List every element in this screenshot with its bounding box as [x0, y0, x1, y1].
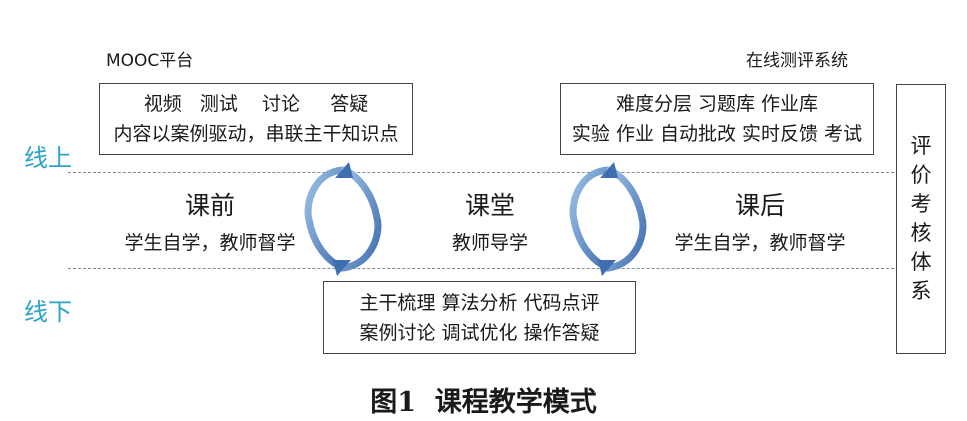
- mooc-box-line2: 内容以案例驱动，串联主干知识点: [113, 123, 399, 145]
- offline-zone-label: 线下: [24, 298, 72, 326]
- evaluation-char: 考: [910, 192, 932, 216]
- phase-title: 课后: [734, 191, 785, 220]
- cycle-arrow-right-icon: [569, 162, 647, 276]
- phase-desc: 教师导学: [451, 232, 528, 254]
- phase-pre-class: 课前 学生自学，教师督学: [110, 186, 310, 255]
- mooc-platform-label: MOOC平台: [106, 51, 194, 71]
- evaluation-char: 核: [910, 221, 932, 245]
- offline-divider-line: [68, 268, 894, 269]
- mooc-box: 视频 测试 讨论 答疑 内容以案例驱动，串联主干知识点: [99, 83, 413, 155]
- phase-post-class: 课后 学生自学，教师督学: [660, 186, 860, 255]
- eval-system-label: 在线测评系统: [746, 51, 848, 71]
- evaluation-char: 评: [910, 134, 932, 158]
- cycle-arrow-left-icon: [304, 162, 382, 276]
- offline-box-line2: 案例讨论 调试优化 操作答疑: [359, 321, 600, 344]
- phase-title: 课堂: [464, 191, 515, 220]
- eval-box-line2: 实验 作业 自动批改 实时反馈 考试: [571, 123, 863, 145]
- figure-caption: 图1 课程教学模式: [370, 387, 597, 418]
- phase-desc: 学生自学，教师督学: [124, 232, 296, 254]
- online-divider-line: [68, 172, 894, 173]
- eval-box-line1: 难度分层 习题库 作业库: [615, 93, 819, 115]
- evaluation-char: 系: [910, 279, 932, 303]
- eval-system-box: 难度分层 习题库 作业库 实验 作业 自动批改 实时反馈 考试: [560, 83, 874, 155]
- online-zone-label: 线上: [24, 144, 72, 172]
- mooc-box-line1: 视频 测试 讨论 答疑: [143, 93, 369, 115]
- offline-activities-box: 主干梳理 算法分析 代码点评 案例讨论 调试优化 操作答疑: [323, 281, 636, 354]
- evaluation-char: 体: [910, 250, 932, 274]
- phase-title: 课前: [184, 191, 235, 220]
- phase-in-class: 课堂 教师导学: [410, 186, 570, 255]
- offline-box-line1: 主干梳理 算法分析 代码点评: [359, 291, 600, 314]
- phase-desc: 学生自学，教师督学: [674, 232, 846, 254]
- evaluation-system-box: 评 价 考 核 体 系: [896, 84, 946, 354]
- evaluation-char: 价: [910, 163, 932, 187]
